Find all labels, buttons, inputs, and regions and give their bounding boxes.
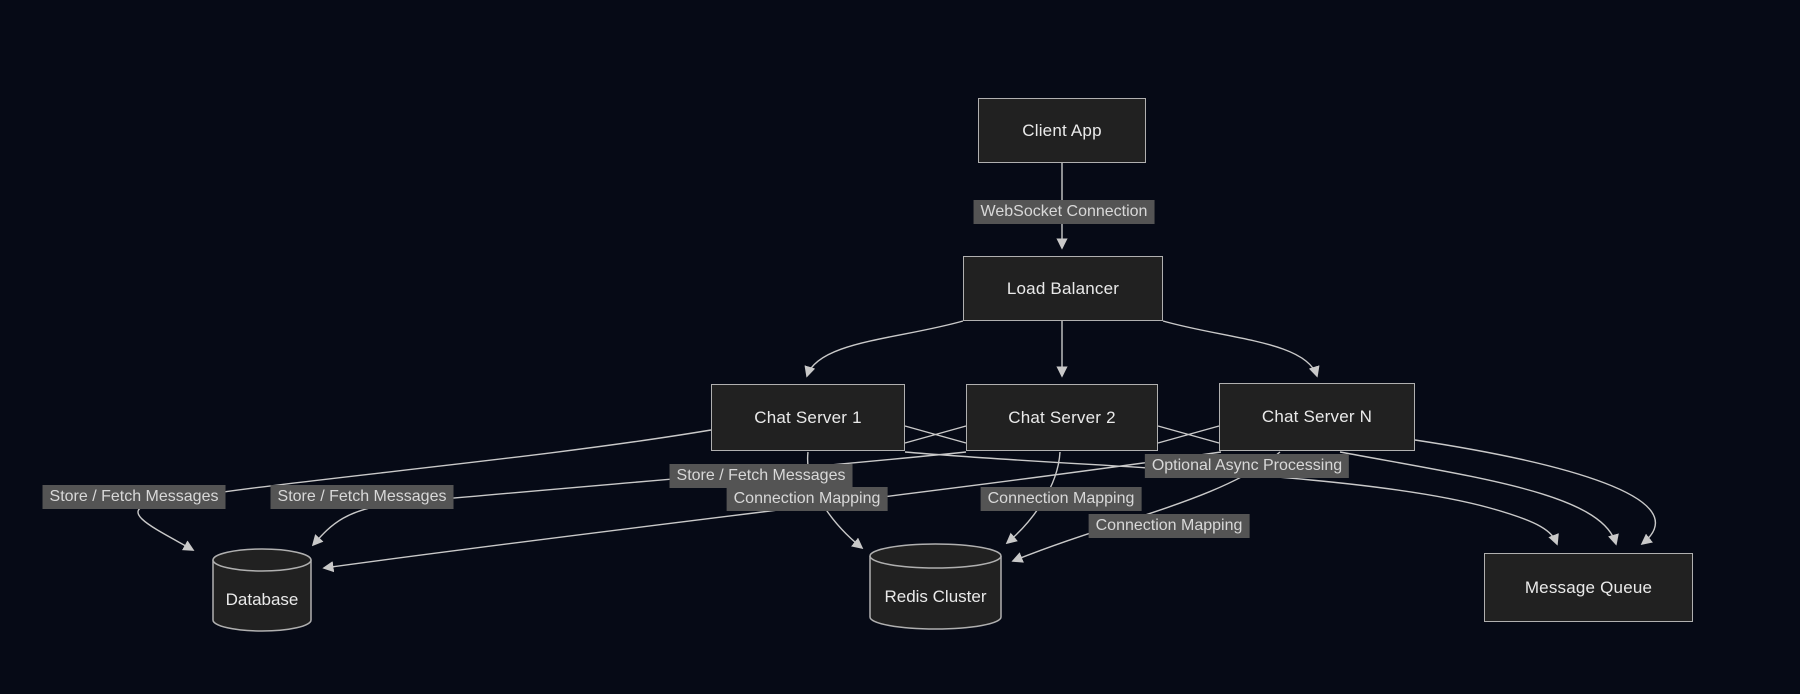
node-database: Database [212,548,312,632]
link-chat-server-2-chat-server-n-b [1157,425,1220,444]
edge-label-store-fetch-messages-1: Store / Fetch Messages [42,485,226,509]
node-chat-server-2-label: Chat Server 2 [1008,407,1116,427]
edge-label-connection-mapping-1: Connection Mapping [726,487,888,511]
node-load-balancer: Load Balancer [963,256,1163,321]
node-chat-server-1-label: Chat Server 1 [754,407,862,427]
node-message-queue-label: Message Queue [1524,577,1653,597]
node-load-balancer-label: Load Balancer [1006,278,1120,298]
redis-cylinder-shape [869,543,1002,630]
edge-load-balancer-to-chat-server-n [1162,320,1320,378]
edge-chat-server-n-to-message-queue [1339,451,1619,546]
node-redis-cluster: Redis Cluster [869,543,1002,630]
edge-chat-server-1-to-database [137,429,712,551]
edge-label-connection-mapping-2: Connection Mapping [980,487,1142,511]
node-client-app-label: Client App [1022,120,1102,140]
edge-label-connection-mapping-3: Connection Mapping [1088,514,1250,538]
node-message-queue: Message Queue [1484,553,1693,622]
node-chat-server-2: Chat Server 2 [966,384,1158,451]
node-database-label: Database [225,590,299,610]
edge-load-balancer-to-chat-server-1 [804,320,964,378]
edge-label-websocket-connection: WebSocket Connection [973,200,1155,224]
node-redis-cluster-label: Redis Cluster [884,586,987,606]
node-chat-server-1: Chat Server 1 [711,384,905,451]
database-cylinder-shape [212,548,312,632]
node-chat-server-n-label: Chat Server N [1261,407,1373,426]
edge-chat-server-1-to-message-queue [904,451,1559,546]
edge-label-store-fetch-messages-2: Store / Fetch Messages [270,485,454,509]
edge-label-optional-async-processing: Optional Async Processing [1144,454,1350,478]
link-chat-server-1-chat-server-2-b [904,425,967,444]
edge-chat-server-n-right-to-message-queue [1414,439,1657,546]
node-chat-server-n: Chat Server N [1219,383,1415,451]
node-client-app: Client App [978,98,1146,163]
edge-label-store-fetch-messages-3: Store / Fetch Messages [669,464,853,488]
